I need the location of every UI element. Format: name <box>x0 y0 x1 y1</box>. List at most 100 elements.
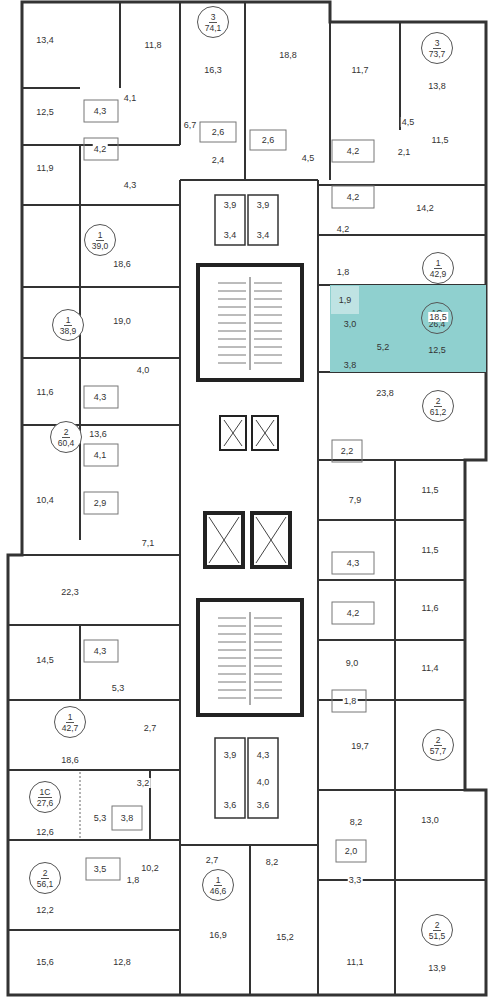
room-count: 2 <box>434 396 443 407</box>
partition-wall <box>180 179 318 181</box>
room-area: 11,7 <box>351 65 370 75</box>
room-area: 3,9 <box>223 200 238 210</box>
room-area: 2,7 <box>143 723 158 733</box>
partition-wall <box>249 845 251 995</box>
room-area: 4,3 <box>346 558 361 568</box>
room-area: 8,2 <box>265 857 280 867</box>
room-area: 18,6 <box>112 259 132 269</box>
room-area: 23,8 <box>375 388 395 398</box>
stair-step <box>254 283 282 284</box>
room-area: 4,1 <box>93 450 108 460</box>
partition-wall <box>318 699 465 701</box>
room-area: 8,2 <box>349 817 364 827</box>
room-area: 3,4 <box>256 230 271 240</box>
stair-step <box>254 690 282 691</box>
bathroom-fixture <box>250 130 286 150</box>
room-area: 11,6 <box>421 603 440 613</box>
room-area: 5,2 <box>377 342 390 352</box>
partition-wall <box>179 845 181 995</box>
room-area: 4,2 <box>93 144 108 154</box>
stair-step <box>218 291 246 292</box>
room-area: 18,8 <box>278 50 298 60</box>
stair-step <box>254 355 282 356</box>
apartment-badge: 142,9 <box>422 252 454 284</box>
partition-wall <box>22 424 180 426</box>
stair-step <box>254 331 282 332</box>
elevator-cross <box>209 517 239 563</box>
room-area: 5,3 <box>111 683 126 693</box>
apartment-area: 61,2 <box>430 407 447 417</box>
room-area: 1,9 <box>339 295 352 305</box>
room-area: 11,4 <box>421 663 440 673</box>
stair-step <box>254 299 282 300</box>
apartment-badge: 139,0 <box>84 224 116 256</box>
room-area: 12,8 <box>112 957 132 967</box>
room-area: 1,8 <box>343 696 358 706</box>
room-area: 4,2 <box>346 146 361 156</box>
stair-step <box>254 315 282 316</box>
partition-wall <box>8 839 180 841</box>
apartment-badge: 374,1 <box>197 6 229 38</box>
apartment-area: 73,7 <box>429 49 446 59</box>
room-area: 11,5 <box>421 545 440 555</box>
room-area: 4,3 <box>93 646 108 656</box>
room-area: 12,2 <box>35 905 55 915</box>
room-area: 4,5 <box>301 153 316 163</box>
room-area: 4,3 <box>256 750 271 760</box>
room-area: 16,3 <box>203 65 223 75</box>
stair-step <box>254 323 282 324</box>
stair-step <box>254 618 282 619</box>
room-area: 12,6 <box>35 827 55 837</box>
partition-wall <box>318 879 486 881</box>
room-area: 12,5 <box>35 107 55 117</box>
room-area: 2,6 <box>261 135 276 145</box>
partition-wall <box>179 2 181 145</box>
apartment-badge: 260,4 <box>50 421 82 453</box>
room-area: 14,5 <box>35 655 55 665</box>
partition-wall <box>317 845 319 995</box>
bathroom-fixture <box>332 140 374 162</box>
stair-step <box>218 658 246 659</box>
room-area: 4,0 <box>136 365 151 375</box>
partition-wall <box>318 234 486 236</box>
room-area: 12,5 <box>428 345 446 355</box>
bathroom-fixture <box>84 444 118 466</box>
apartment-area: 27,6 <box>37 798 54 808</box>
room-count: 1 <box>214 875 223 886</box>
stair-step <box>218 339 246 340</box>
apartment-badge: 138,9 <box>52 309 84 341</box>
bathroom-fixture <box>112 806 142 830</box>
apartment-area: 42,9 <box>430 269 447 279</box>
room-area: 7,9 <box>348 495 363 505</box>
room-area: 2,7 <box>205 855 220 865</box>
room-area: 5,3 <box>93 813 108 823</box>
room-area: 11,9 <box>36 163 55 173</box>
room-area: 13,6 <box>88 429 108 439</box>
stair-step <box>218 642 246 643</box>
service-room <box>215 195 245 245</box>
partition-wall <box>318 459 465 461</box>
partition-wall <box>8 624 180 626</box>
stair-step <box>254 666 282 667</box>
stair-step <box>218 626 246 627</box>
room-area: 18,6 <box>60 755 80 765</box>
room-area: 13,4 <box>35 35 55 45</box>
bathroom-fixture <box>332 602 374 624</box>
apartment-badge: 146,6 <box>202 869 234 901</box>
bathroom-fixture <box>200 122 236 142</box>
room-area: 3,8 <box>344 360 357 370</box>
partition-wall <box>8 929 180 931</box>
partition-wall <box>394 460 396 790</box>
room-area: 11,6 <box>36 387 55 397</box>
room-area: 3,3 <box>348 875 363 885</box>
room-area: 4,3 <box>123 180 138 190</box>
apartment-badge: 373,7 <box>421 32 453 64</box>
room-area: 2,0 <box>344 846 359 856</box>
room-area: 19,0 <box>112 316 132 326</box>
room-area: 2,6 <box>211 127 226 137</box>
room-area: 4,5 <box>401 117 416 127</box>
room-area: 1,8 <box>126 875 141 885</box>
apartment-badge: 256,1 <box>29 862 61 894</box>
room-area: 13,9 <box>427 963 447 973</box>
room-area: 19,7 <box>350 741 370 751</box>
